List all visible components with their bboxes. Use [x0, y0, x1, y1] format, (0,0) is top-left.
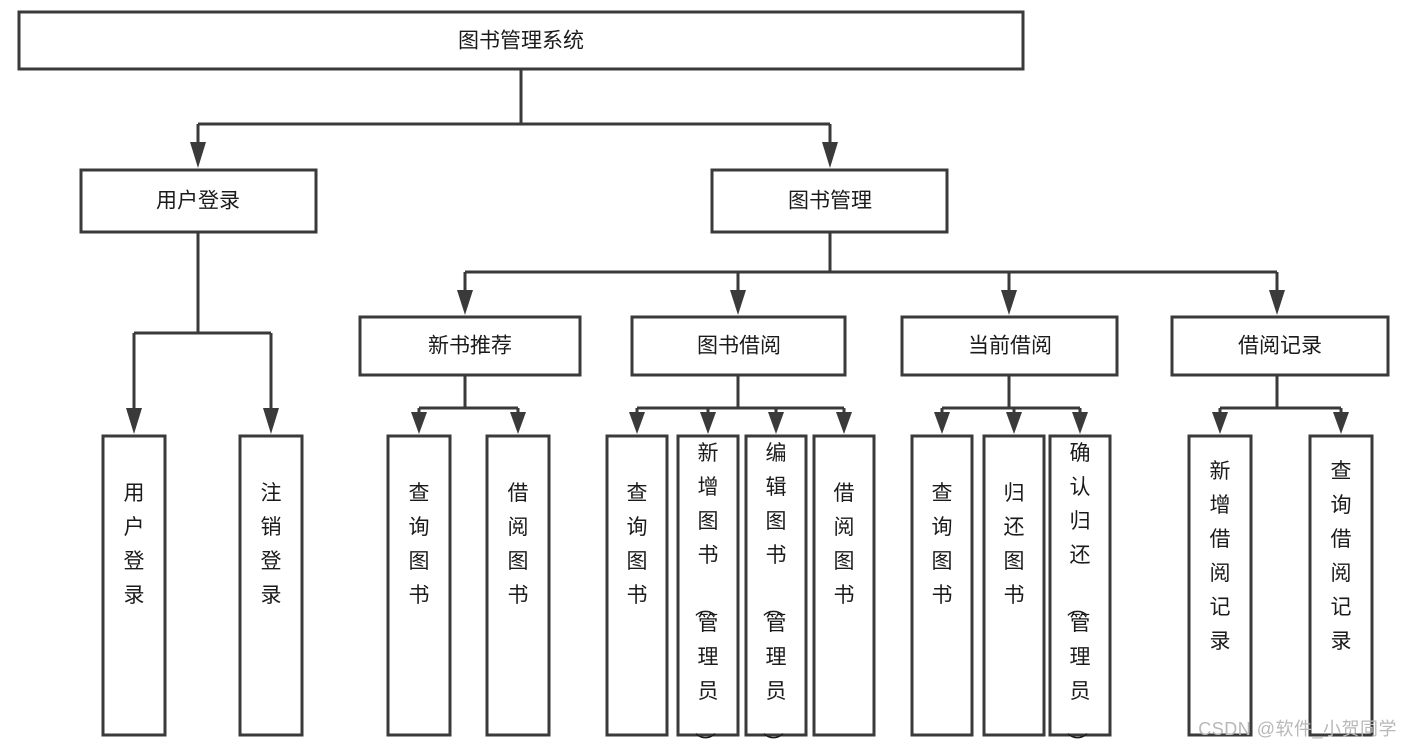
- connector-group-user-login: [126, 232, 279, 434]
- leaf-node-query-books-recommend-label: 查询图书: [409, 482, 430, 607]
- arrow-head-book-mgmt-current: [1001, 290, 1017, 315]
- arrow-head-borrow-leaf-1: [629, 412, 645, 434]
- leaf-node-add-book-admin-box[interactable]: [676, 434, 740, 737]
- leaf-node-query-books-current-label: 查询图书: [932, 482, 953, 607]
- connector-group-root: [190, 69, 838, 168]
- leaf-node-user-login[interactable]: 用户登录: [101, 434, 167, 737]
- leaf-node-return-book-label: 归还图书: [1004, 482, 1025, 607]
- node-user-login-box[interactable]: [79, 168, 318, 234]
- leaf-node-add-borrow-record-box[interactable]: [1187, 434, 1253, 737]
- leaf-node-add-book-admin-label: 新增图书（管理员）: [693, 442, 719, 747]
- leaf-node-query-books-recommend-box[interactable]: [386, 434, 452, 737]
- leaf-node-query-books-current[interactable]: 查询图书: [910, 434, 974, 737]
- leaf-node-confirm-return-admin-box[interactable]: [1048, 434, 1112, 737]
- leaf-node-user-login-label: 用户登录: [124, 482, 145, 607]
- node-borrow-records[interactable]: 借阅记录: [1170, 315, 1390, 377]
- connector-group-records: [1212, 375, 1349, 434]
- node-root-system-box[interactable]: [17, 10, 1025, 71]
- arrow-head-root-to-user-login: [190, 142, 206, 168]
- arrow-head-borrow-leaf-2: [700, 412, 716, 434]
- arrow-head-borrow-leaf-3: [768, 412, 784, 434]
- node-user-login-label: 用户登录: [156, 190, 240, 213]
- connector-group-borrow: [629, 375, 852, 434]
- arrow-head-records-leaf-2: [1333, 412, 1349, 434]
- leaf-node-edit-book-admin-label: 编辑图书（管理员）: [761, 442, 787, 747]
- leaf-node-confirm-return-admin[interactable]: 确认归还（管理员）: [1048, 434, 1112, 747]
- leaf-node-logout-label: 注销登录: [261, 482, 282, 607]
- node-book-borrow[interactable]: 图书借阅: [630, 315, 847, 377]
- node-new-book-recommend[interactable]: 新书推荐: [358, 315, 582, 377]
- node-user-login[interactable]: 用户登录: [79, 168, 318, 234]
- connector-group-new-books: [411, 375, 526, 434]
- arrow-head-user-login-leaf-1: [126, 408, 142, 434]
- leaf-node-query-books-current-box[interactable]: [910, 434, 974, 737]
- leaf-node-borrow-books-recommend-label: 借阅图书: [508, 482, 529, 607]
- leaf-node-borrow-book-box[interactable]: [812, 434, 876, 737]
- arrow-head-current-leaf-3: [1072, 412, 1088, 434]
- leaf-node-add-book-admin[interactable]: 新增图书（管理员）: [676, 434, 740, 747]
- csdn-watermark: CSDN @软件_小贺同学: [1198, 719, 1397, 739]
- arrow-head-new-books-leaf-2: [510, 412, 526, 434]
- arrow-head-user-login-leaf-2: [263, 408, 279, 434]
- connector-group-book-mgmt: [457, 232, 1285, 315]
- arrow-head-book-mgmt-new-books: [457, 290, 473, 315]
- node-root-system-label: 图书管理系统: [458, 30, 584, 53]
- node-book-management-box[interactable]: [710, 168, 949, 234]
- leaf-node-query-books-borrow[interactable]: 查询图书: [605, 434, 669, 737]
- leaf-node-confirm-return-admin-label: 确认归还（管理员）: [1065, 442, 1091, 747]
- node-book-borrow-box[interactable]: [630, 315, 847, 377]
- node-book-management[interactable]: 图书管理: [710, 168, 949, 234]
- node-new-book-recommend-label: 新书推荐: [428, 335, 512, 358]
- node-new-book-recommend-box[interactable]: [358, 315, 582, 377]
- arrow-head-new-books-leaf-1: [411, 412, 427, 434]
- leaf-node-borrow-book-label: 借阅图书: [834, 482, 855, 607]
- leaf-node-logout-box[interactable]: [238, 434, 304, 737]
- arrow-head-book-mgmt-borrow: [730, 290, 746, 315]
- leaf-node-user-login-box[interactable]: [101, 434, 167, 737]
- leaf-node-borrow-book[interactable]: 借阅图书: [812, 434, 876, 737]
- node-borrow-records-box[interactable]: [1170, 315, 1390, 377]
- leaf-node-query-borrow-record-box[interactable]: [1308, 434, 1374, 737]
- leaf-node-query-books-borrow-box[interactable]: [605, 434, 669, 737]
- connector-group-current: [934, 375, 1088, 434]
- node-borrow-records-label: 借阅记录: [1238, 335, 1322, 358]
- leaf-node-borrow-books-recommend-box[interactable]: [485, 434, 551, 737]
- leaf-node-return-book-box[interactable]: [982, 434, 1046, 737]
- arrow-head-records-leaf-1: [1212, 412, 1228, 434]
- leaf-node-borrow-books-recommend[interactable]: 借阅图书: [485, 434, 551, 737]
- leaf-node-add-borrow-record-label: 新增借阅记录: [1210, 460, 1231, 653]
- arrow-head-book-mgmt-records: [1269, 290, 1285, 315]
- leaf-node-edit-book-admin-box[interactable]: [744, 434, 808, 737]
- node-current-borrow[interactable]: 当前借阅: [900, 315, 1119, 377]
- leaf-node-query-borrow-record-label: 查询借阅记录: [1331, 460, 1352, 653]
- node-root-system[interactable]: 图书管理系统: [17, 10, 1025, 71]
- node-book-borrow-label: 图书借阅: [697, 335, 781, 358]
- arrow-head-current-leaf-1: [934, 412, 950, 434]
- leaf-node-query-books-borrow-label: 查询图书: [627, 482, 648, 607]
- leaf-node-add-borrow-record[interactable]: 新增借阅记录: [1187, 434, 1253, 737]
- leaf-node-query-books-recommend[interactable]: 查询图书: [386, 434, 452, 737]
- node-current-borrow-label: 当前借阅: [968, 335, 1052, 358]
- leaf-node-query-borrow-record[interactable]: 查询借阅记录: [1308, 434, 1374, 737]
- leaf-node-return-book[interactable]: 归还图书: [982, 434, 1046, 737]
- node-current-borrow-box[interactable]: [900, 315, 1119, 377]
- arrow-head-current-leaf-2: [1006, 412, 1022, 434]
- arrow-head-root-to-book-mgmt: [822, 142, 838, 168]
- arrow-head-borrow-leaf-4: [836, 412, 852, 434]
- leaf-node-logout[interactable]: 注销登录: [238, 434, 304, 737]
- leaf-node-edit-book-admin[interactable]: 编辑图书（管理员）: [744, 434, 808, 747]
- node-book-management-label: 图书管理: [788, 190, 872, 213]
